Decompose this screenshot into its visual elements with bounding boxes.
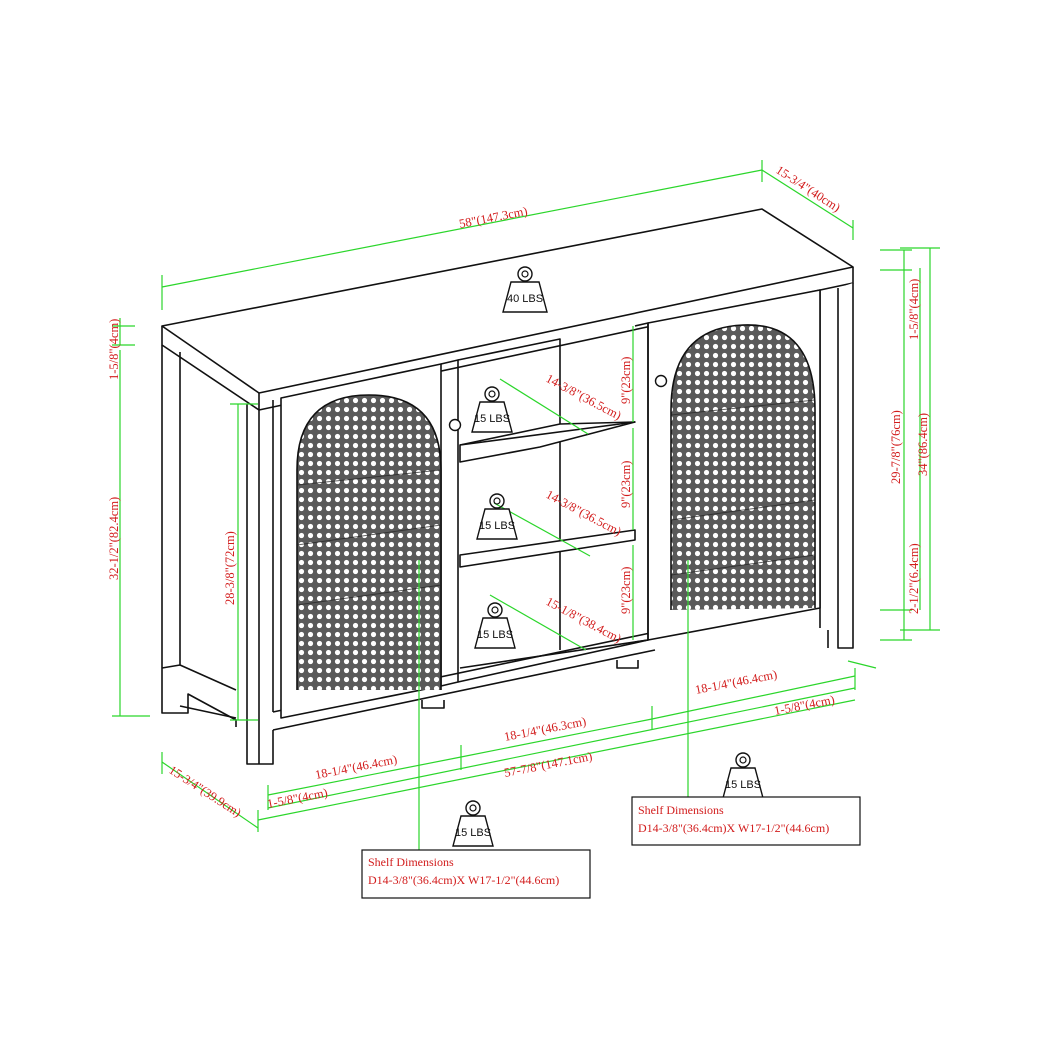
label-shelf-middle-depth: 14-3/8"(36.5cm) (544, 487, 624, 538)
left-side-panel (161, 345, 237, 727)
label-body-height-left: 32-1/2"(82.4cm) (107, 497, 121, 580)
weight-icon-shelf-upper: 15 LBS (471, 386, 513, 433)
label-shelf-gap-middle: 9"(23cm) (619, 461, 633, 508)
knobs (448, 374, 668, 432)
label-leg-height-right: 2-1/2"(6.4cm) (907, 543, 921, 614)
label-shelf-lower-depth: 15-1/8"(38.4cm) (544, 594, 624, 645)
left-knob (448, 418, 462, 432)
label-side-panel-right: 1-5/8"(4cm) (773, 692, 836, 717)
weight-label-top: 40 LBS (507, 293, 543, 305)
weight-icon-top: 40 LBS (502, 266, 548, 313)
label-overall-width: 58"(147.3cm) (458, 204, 529, 231)
front-right-leg (837, 283, 854, 649)
label-center-section-width: 18-1/4"(46.3cm) (503, 714, 587, 744)
shelf-box-right-spec: D14-3/8"(36.4cm)X W17-1/2"(44.6cm) (638, 821, 829, 835)
label-shelf-gap-upper: 9"(23cm) (619, 357, 633, 404)
label-shelf-gap-lower: 9"(23cm) (619, 567, 633, 614)
weight-label-left-cabinet: 15 LBS (455, 827, 491, 839)
front-left-leg (246, 404, 274, 765)
label-top-thickness-left: 1-5/8"(4cm) (107, 319, 121, 380)
right-rattan-panel (671, 324, 815, 610)
weight-label-shelf-lower: 15 LBS (477, 629, 513, 641)
label-door-height: 28-3/8"(72cm) (223, 531, 237, 605)
weight-icons: 40 LBS 15 LBS 15 LBS 15 LBS 15 LBS 15 LB… (452, 266, 764, 847)
shelf-box-right-title: Shelf Dimensions (638, 803, 724, 817)
weight-icon-right-cabinet: 15 LBS (722, 752, 764, 799)
weight-icon-shelf-middle: 15 LBS (476, 493, 518, 540)
label-overall-depth-bottom: 15-3/4"(39.9cm) (166, 763, 243, 820)
shelf-box-left: Shelf Dimensions D14-3/8"(36.4cm)X W17-1… (361, 849, 591, 899)
shelf-box-left-spec: D14-3/8"(36.4cm)X W17-1/2"(44.6cm) (368, 873, 559, 887)
label-right-section-width: 18-1/4"(46.4cm) (694, 667, 778, 697)
label-overall-height-right: 34"(86.4cm) (916, 413, 930, 476)
label-overall-depth-top: 15-3/4"(40cm) (773, 163, 843, 215)
shelf-upper (459, 421, 636, 463)
shelf-lower-line (459, 639, 649, 669)
dimension-lines (112, 160, 940, 850)
weight-label-shelf-middle: 15 LBS (479, 520, 515, 532)
shelf-box-right: Shelf Dimensions D14-3/8"(36.4cm)X W17-1… (631, 796, 861, 846)
label-shelf-upper-depth: 14-3/8"(36.5cm) (544, 371, 624, 422)
weight-icon-left-cabinet: 15 LBS (452, 800, 494, 847)
left-rattan-panel (297, 395, 441, 690)
label-top-thickness-right: 1-5/8"(4cm) (907, 279, 921, 340)
weight-label-right-cabinet: 15 LBS (725, 779, 761, 791)
shelf-middle (459, 529, 636, 568)
weight-icon-shelf-lower: 15 LBS (474, 602, 516, 649)
shelf-box-left-title: Shelf Dimensions (368, 855, 454, 869)
right-knob (654, 374, 668, 388)
weight-label-shelf-upper: 15 LBS (474, 413, 510, 425)
label-base-width: 57-7/8"(147.1cm) (503, 749, 593, 780)
label-inner-height-right: 29-7/8"(76cm) (889, 410, 903, 484)
rattan-panels (296, 324, 816, 690)
